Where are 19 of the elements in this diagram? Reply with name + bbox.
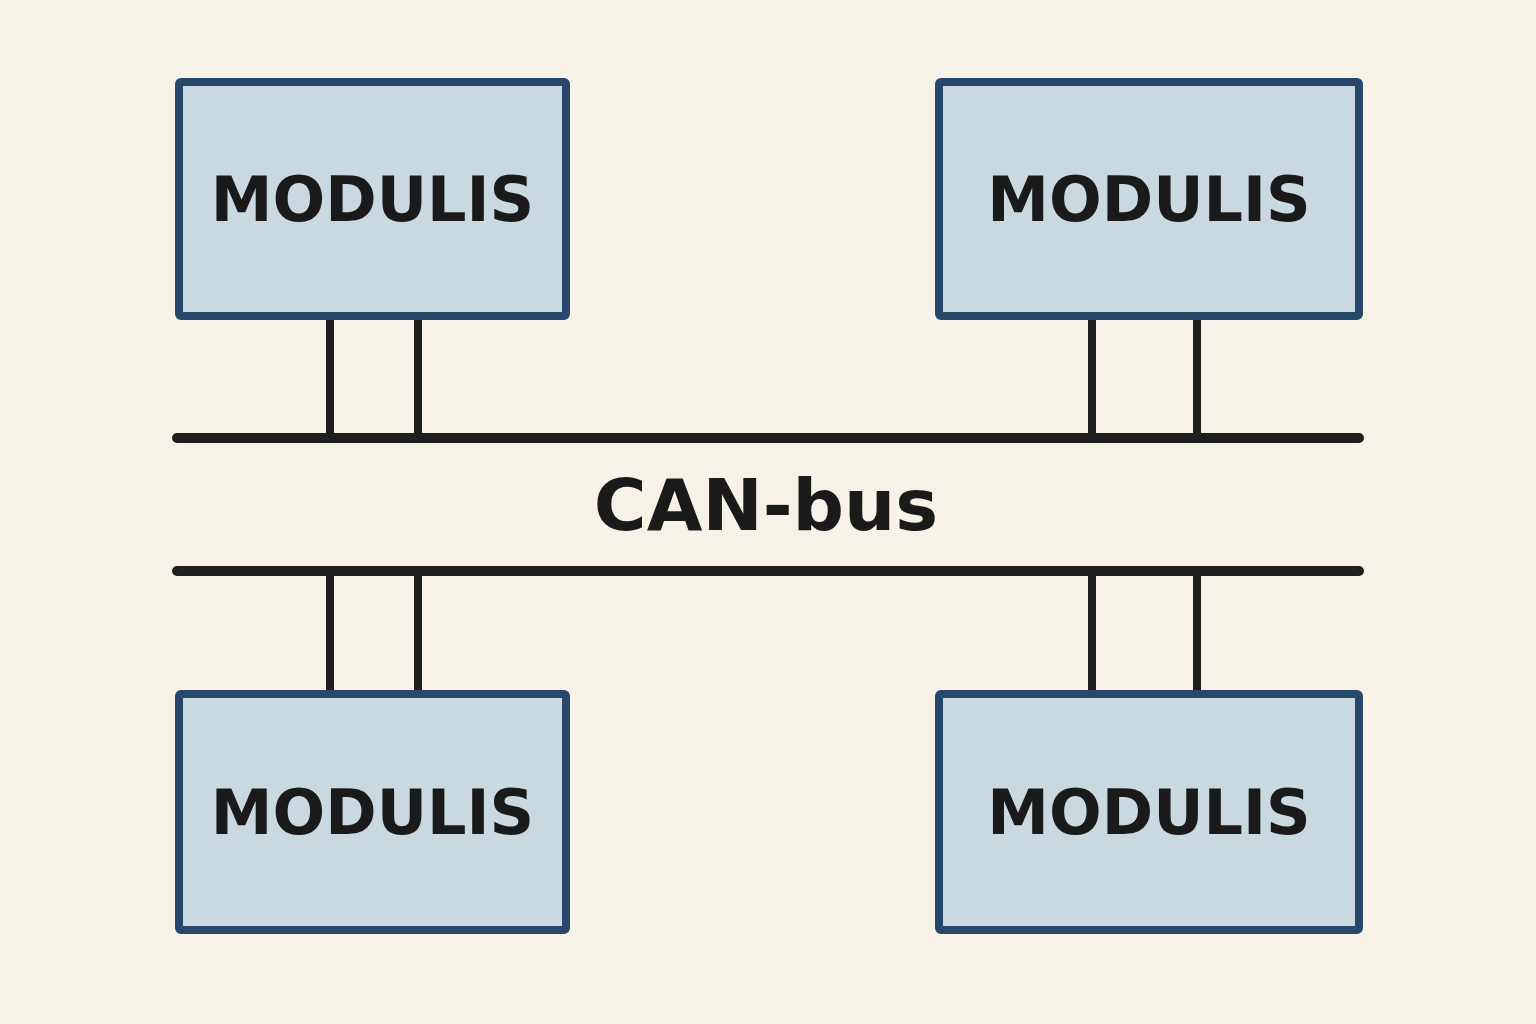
module-label: MODULIS xyxy=(210,162,535,236)
module-label: MODULIS xyxy=(987,775,1311,849)
connection-line xyxy=(326,576,334,690)
bus-line xyxy=(172,566,1364,576)
connection-line xyxy=(1088,576,1096,690)
module-label: MODULIS xyxy=(987,162,1311,236)
bus-label: CAN-bus xyxy=(593,463,939,547)
connection-line xyxy=(1193,576,1201,690)
module-box xyxy=(175,690,570,934)
connection-line xyxy=(1088,320,1096,433)
module-box xyxy=(175,78,570,320)
bus-line xyxy=(172,433,1364,443)
connection-line xyxy=(414,576,422,690)
connection-line xyxy=(326,320,334,433)
module-box xyxy=(935,690,1363,934)
module-label: MODULIS xyxy=(210,775,535,849)
module-box xyxy=(935,78,1363,320)
connection-line xyxy=(1193,320,1201,433)
connection-line xyxy=(414,320,422,433)
